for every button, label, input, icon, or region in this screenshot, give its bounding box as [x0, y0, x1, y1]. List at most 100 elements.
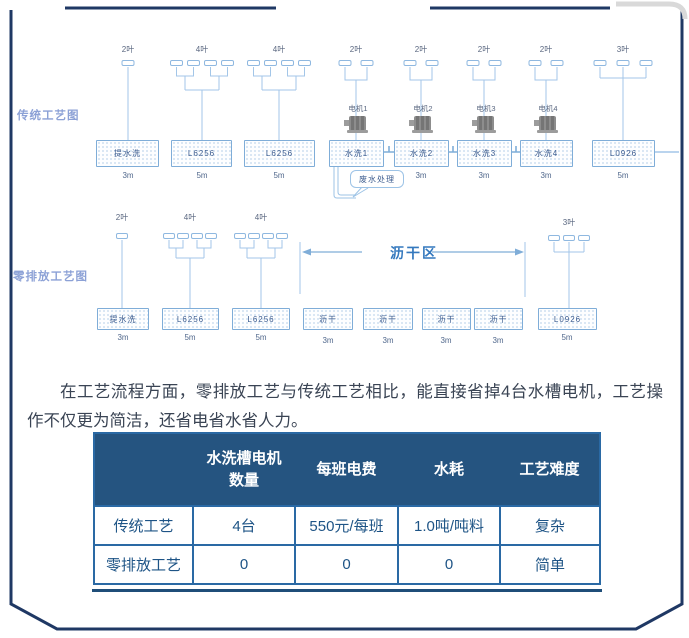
nozzle-icon	[276, 233, 288, 239]
nozzle-icon	[488, 60, 502, 66]
length-label: 5m	[196, 171, 208, 180]
nozzle-icon	[247, 60, 260, 66]
nozzle-row	[247, 60, 311, 66]
table-header-water: 水耗	[398, 433, 500, 506]
length-label: 3m	[540, 171, 552, 180]
nozzle-icon	[639, 60, 653, 66]
process-box-label: 沥干	[379, 314, 397, 324]
row-label: 传统工艺	[93, 505, 194, 546]
nozzle-icon	[548, 235, 560, 241]
process-box-label: 提水洗	[109, 314, 137, 324]
process-box: L6256	[244, 140, 315, 167]
nozzle-icon	[121, 60, 135, 66]
nozzle-icon	[191, 233, 203, 239]
nozzle-icon	[550, 60, 564, 66]
nozzle-row	[116, 233, 128, 239]
process-box: 沥干	[422, 308, 471, 330]
nozzle-count-label: 3叶	[562, 218, 576, 227]
nozzle-icon	[163, 233, 175, 239]
table-cell: 复杂	[499, 505, 601, 546]
motor-label: 电机1	[348, 104, 368, 113]
process-box-label: 水洗1	[344, 149, 369, 158]
nozzle-icon	[528, 60, 542, 66]
length-label: 5m	[561, 333, 573, 342]
process-box-label: 沥干	[489, 314, 508, 324]
length-label: 3m	[478, 171, 490, 180]
process-box-label: L6256	[265, 149, 294, 158]
nozzle-count-label: 4叶	[254, 213, 268, 222]
process-box-label: 水洗3	[472, 149, 497, 158]
nozzle-row	[528, 60, 564, 66]
length-label: 3m	[440, 336, 452, 345]
table-cell: 简单	[499, 544, 601, 585]
nozzle-icon	[264, 60, 277, 66]
body-paragraph: 在工艺流程方面，零排放工艺与传统工艺相比，能直接省掉4台水槽电机，工艺操作不仅更…	[27, 382, 663, 430]
diagram1-title: 传统工艺图	[17, 110, 80, 122]
nozzle-icon	[578, 235, 590, 241]
nozzle-icon	[221, 60, 234, 66]
nozzle-count-label: 2叶	[349, 45, 363, 54]
process-box-label: 水洗4	[534, 149, 559, 158]
nozzle-icon	[177, 233, 189, 239]
length-label: 5m	[255, 333, 267, 342]
table-cell: 0	[397, 544, 501, 585]
process-box-label: L6256	[187, 149, 216, 158]
bottom-divider	[92, 589, 602, 592]
motor-label: 电机3	[476, 104, 496, 113]
diagram2-title: 零排放工艺图	[13, 271, 88, 283]
length-label: 3m	[415, 171, 427, 180]
length-label: 5m	[617, 171, 629, 180]
process-box-label: 沥干	[319, 314, 337, 324]
length-label: 3m	[122, 171, 134, 180]
nozzle-icon	[466, 60, 480, 66]
nozzle-row	[466, 60, 502, 66]
length-label: 5m	[273, 171, 285, 180]
nozzle-row	[403, 60, 439, 66]
nozzle-icon	[204, 60, 217, 66]
nozzle-row	[121, 60, 135, 66]
process-box: 水洗4	[520, 140, 573, 167]
process-box: 提水洗	[96, 140, 159, 167]
process-box: 水洗1	[329, 140, 384, 167]
process-box: L0926	[592, 140, 655, 167]
process-box: 沥干	[303, 308, 353, 330]
nozzle-icon	[234, 233, 246, 239]
motor-label: 电机2	[413, 104, 433, 113]
nozzle-count-label: 2叶	[121, 45, 135, 54]
nozzle-icon	[116, 233, 128, 239]
nozzle-count-label: 4叶	[183, 213, 197, 222]
nozzle-count-label: 4叶	[195, 45, 209, 54]
process-box-label: 提水洗	[114, 149, 141, 158]
motor-icon	[409, 116, 433, 133]
nozzle-icon	[593, 60, 607, 66]
table-cell: 0	[294, 544, 399, 585]
table-cell: 1.0吨/吨料	[397, 505, 501, 546]
nozzle-count-label: 2叶	[477, 45, 491, 54]
nozzle-row	[234, 233, 288, 239]
nozzle-row	[593, 60, 653, 66]
nozzle-icon	[360, 60, 374, 66]
process-box: 提水洗	[97, 308, 149, 330]
nozzle-icon	[262, 233, 274, 239]
nozzle-count-label: 2叶	[539, 45, 553, 54]
length-label: 3m	[322, 336, 334, 345]
nozzle-icon	[425, 60, 439, 66]
motor-icon	[344, 116, 368, 133]
table-header-motor-count: 水洗槽电机数量	[193, 433, 295, 506]
nozzle-row	[548, 235, 590, 241]
process-box-label: L0926	[609, 149, 638, 158]
nozzle-icon	[338, 60, 352, 66]
length-label: 5m	[184, 333, 196, 342]
motor-icon	[534, 116, 558, 133]
process-box: L0926	[538, 308, 597, 330]
table-cell: 550元/每班	[294, 505, 399, 546]
nozzle-count-label: 3叶	[616, 45, 630, 54]
process-box: L6256	[232, 308, 290, 330]
table-header-row: 水洗槽电机数量 每班电费 水耗 工艺难度	[94, 433, 600, 506]
process-box-label: 沥干	[437, 314, 456, 324]
nozzle-row	[163, 233, 217, 239]
table-row: 零排放工艺 0 0 0 简单	[93, 544, 601, 585]
length-label: 3m	[492, 336, 504, 345]
row-label: 零排放工艺	[93, 544, 194, 585]
process-box: 水洗2	[394, 140, 449, 167]
